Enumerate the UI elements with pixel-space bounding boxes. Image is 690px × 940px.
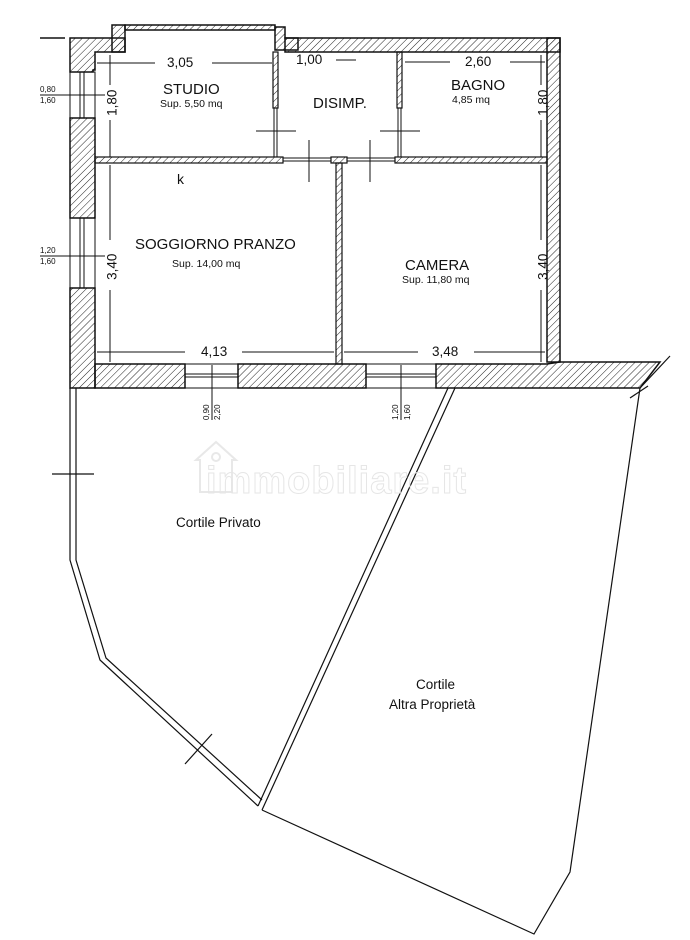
room-label-disimp: DISIMP. [313, 95, 367, 112]
exterior-walls [69, 24, 662, 389]
dim-disimp-width: 1,00 [296, 52, 323, 67]
window-camera-width: 1,20 [391, 404, 400, 420]
yard-label-other-line2: Altra Proprietà [389, 697, 476, 712]
dimension-lines [40, 55, 545, 420]
room-label-bagno: BAGNO [451, 77, 506, 94]
kitchen-marker: k [177, 171, 184, 187]
window-studio-width: 0,80 [40, 85, 56, 94]
dim-camera-height: 3,40 [535, 253, 551, 280]
dim-camera-width: 3,48 [432, 344, 459, 359]
door-soggiorno-height: 2,20 [213, 404, 222, 420]
doors [256, 108, 420, 182]
room-label-soggiorno-pranzo: SOGGIORNO PRANZO [135, 236, 296, 253]
room-label-studio: STUDIO [163, 81, 220, 98]
room-area-bagno: 4,85 mq [452, 94, 490, 106]
room-area-studio: Sup. 5,50 mq [160, 98, 223, 110]
window-camera-height: 1,60 [403, 404, 412, 420]
yard-label-other-line1: Cortile [416, 677, 456, 692]
watermark-text: immobiliare.it [205, 460, 468, 502]
dim-studio-width: 3,05 [167, 55, 194, 70]
window-soggiorno-height: 1,60 [40, 257, 56, 266]
window-soggiorno-width: 1,20 [40, 246, 56, 255]
room-area-soggiorno-pranzo: Sup. 14,00 mq [172, 258, 241, 270]
interior-walls [94, 51, 548, 365]
watermark-house-icon [193, 440, 239, 493]
door-soggiorno-width: 0,90 [202, 404, 211, 420]
room-area-camera: Sup. 11,80 mq [402, 274, 470, 286]
dim-bagno-height: 1,80 [535, 89, 551, 116]
room-label-camera: CAMERA [405, 257, 470, 274]
dim-studio-height: 1,80 [104, 89, 120, 116]
window-studio-height: 1,60 [40, 96, 56, 105]
dim-soggiorno-height: 3,40 [104, 253, 120, 280]
dim-bagno-width: 2,60 [465, 54, 492, 69]
dim-soggiorno-width: 4,13 [201, 344, 228, 359]
yard-label-private: Cortile Privato [176, 515, 261, 530]
courtyard-boundaries [52, 355, 671, 935]
